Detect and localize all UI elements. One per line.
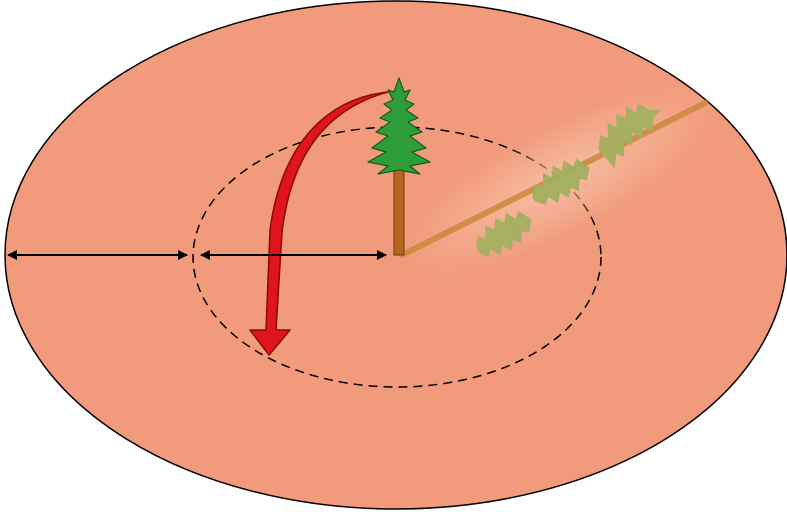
fallen-tree-icon — [398, 82, 722, 278]
curved-fall-arrow-icon — [249, 91, 389, 356]
standing-tree-icon — [367, 77, 431, 256]
